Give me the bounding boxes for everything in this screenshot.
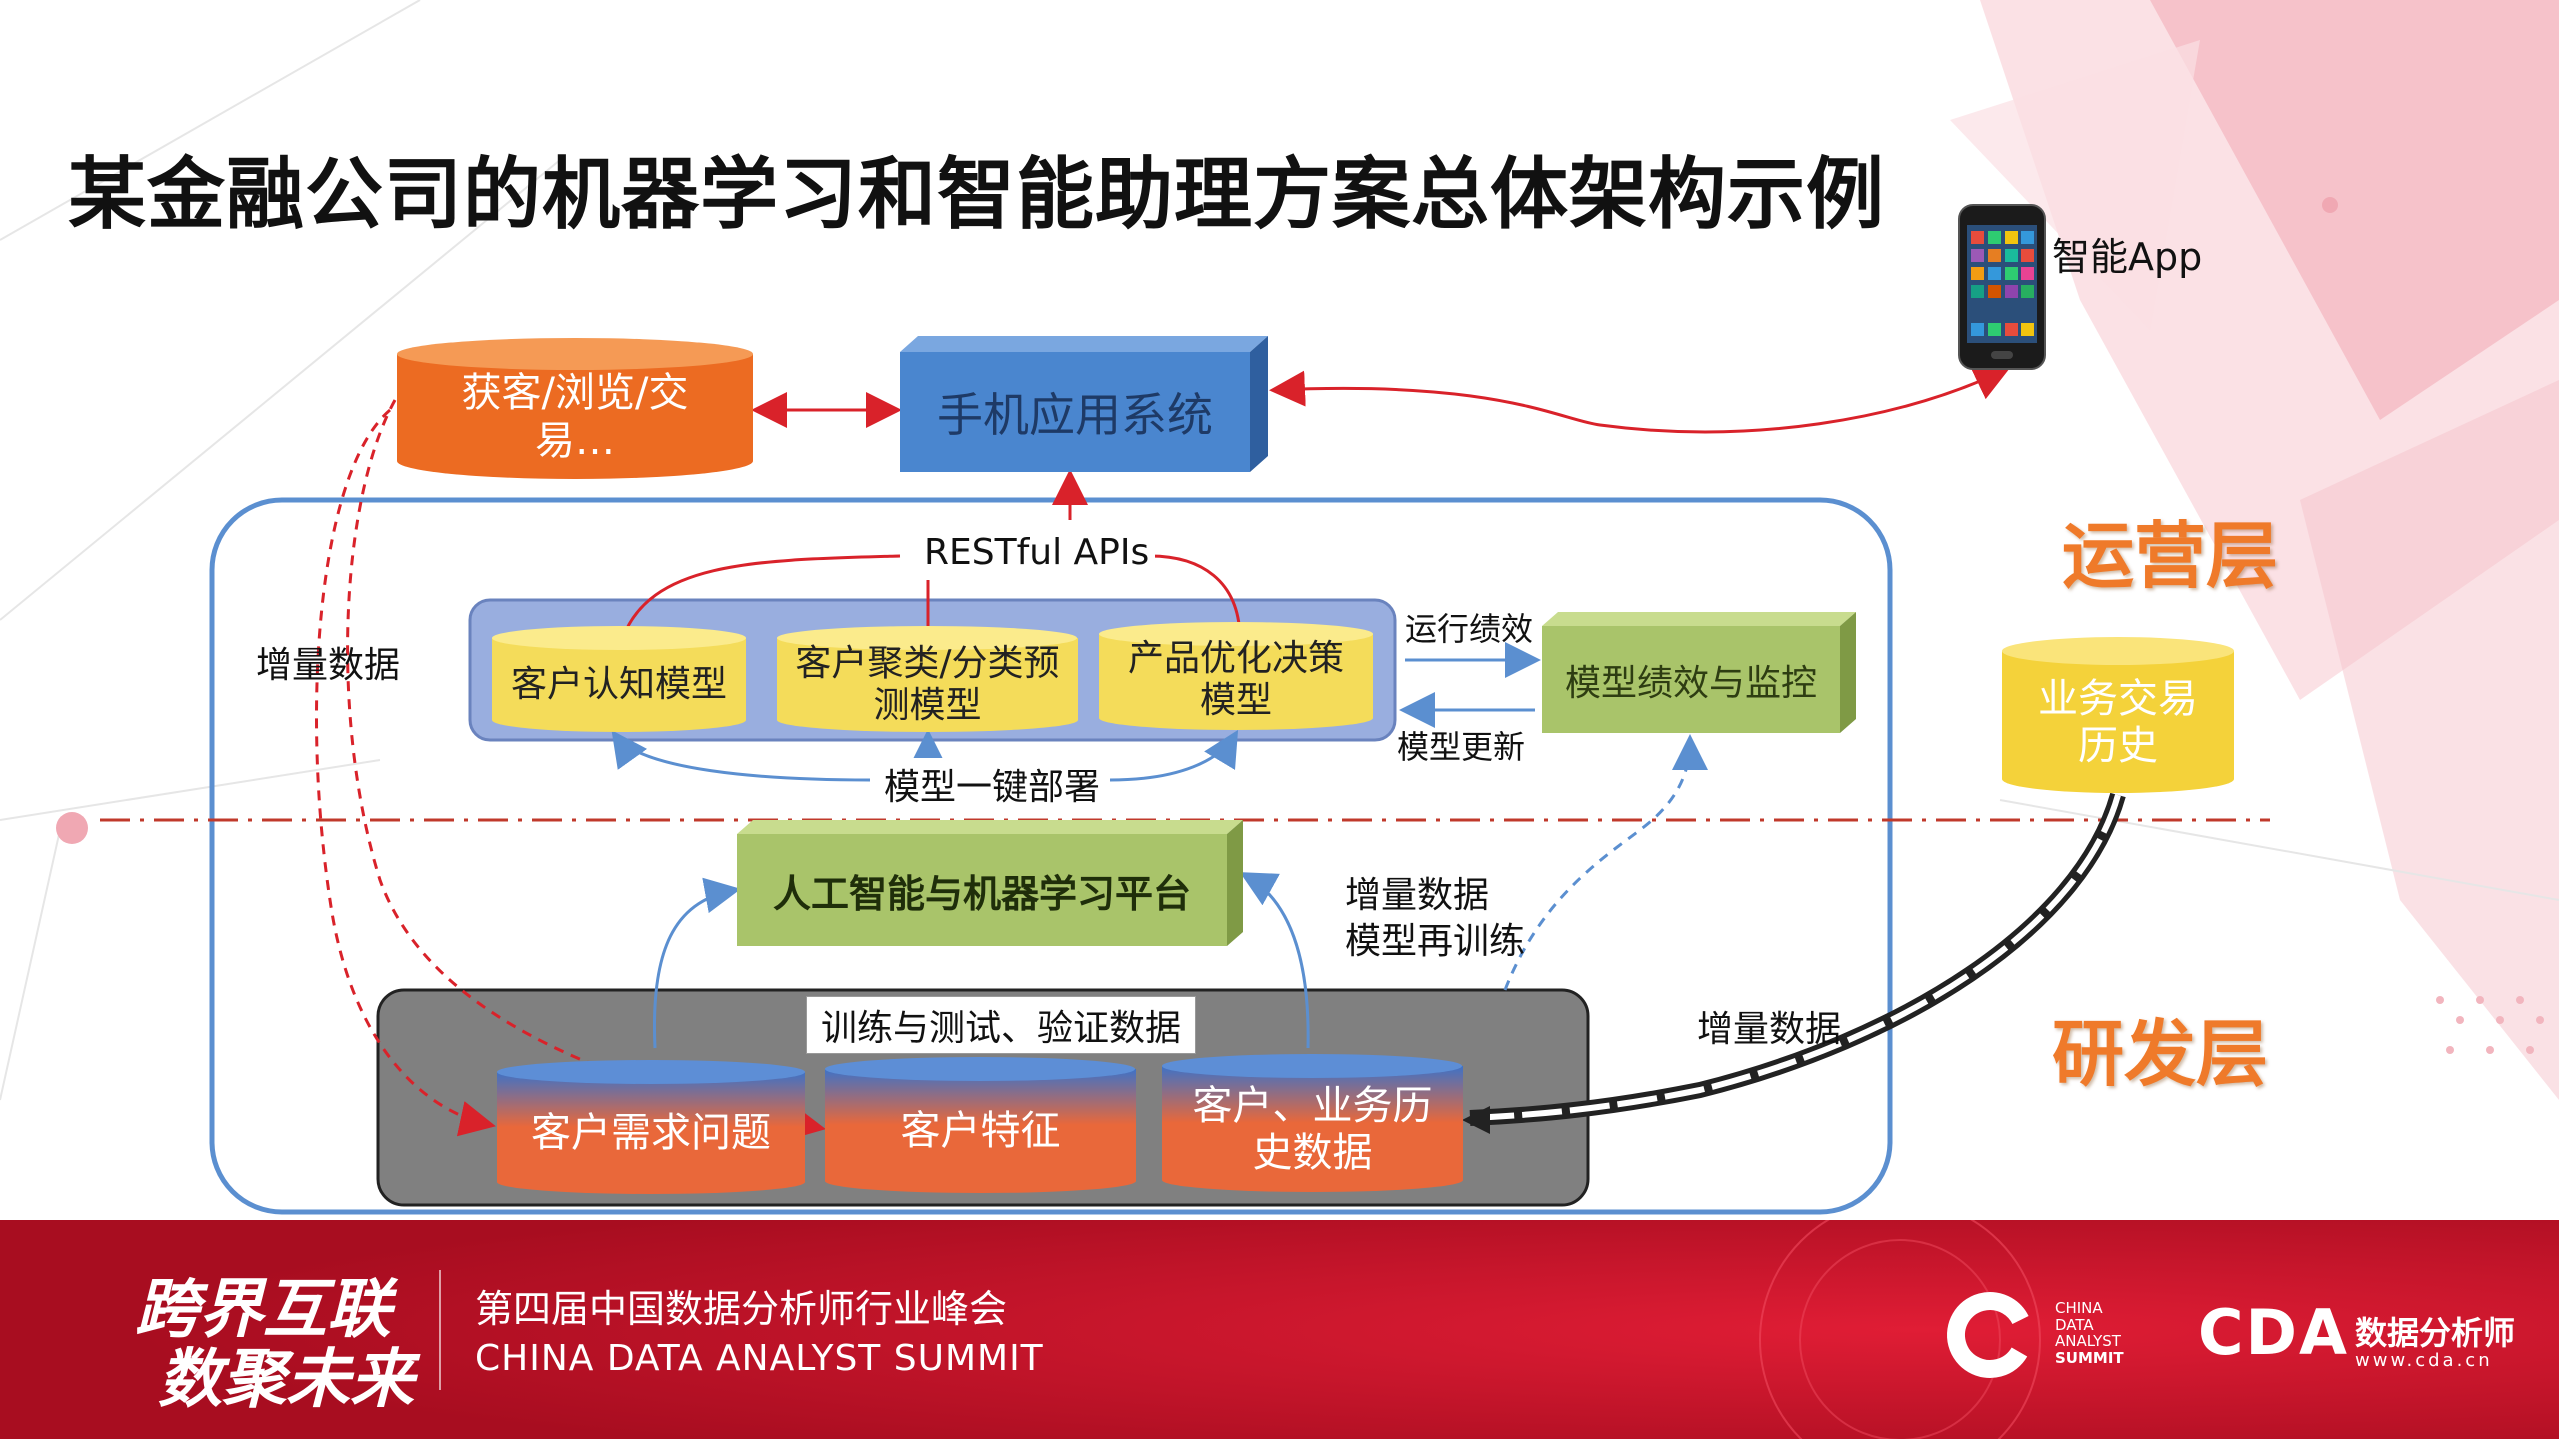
customer-business-history-data[interactable]: 客户、业务历史数据 — [1160, 1052, 1465, 1194]
ai-platform-text: 人工智能与机器学习平台 — [772, 871, 1191, 916]
cda-logo: CDA — [2198, 1296, 2349, 1369]
product-optimization-text: 产品优化决策模型 — [1127, 637, 1344, 721]
footer-banner: 跨界互联 数聚未来 第四届中国数据分析师行业峰会 CHINA DATA ANAL… — [0, 1220, 2559, 1439]
model-performance-text: 模型绩效与监控 — [1564, 662, 1817, 704]
one-click-deploy-label: 模型一键部署 — [878, 758, 1107, 810]
slogan-line-1: 跨界互联 — [135, 1273, 391, 1347]
business-transaction-history-node[interactable]: 业务交易历史 — [2000, 635, 2236, 795]
restful-apis-label: RESTful APIs — [918, 532, 1156, 573]
customer-cognition-model[interactable]: 客户认知模型 — [490, 624, 748, 734]
incremental-data-retrain-label: 增量数据 — [1345, 875, 1490, 916]
acquire-text: 获客/浏览/交易… — [461, 370, 689, 464]
mobile-app-system-node[interactable]: 手机应用系统 — [898, 334, 1270, 474]
customer-needs-data[interactable]: 客户需求问题 — [495, 1058, 807, 1196]
customer-cognition-text: 客户认知模型 — [510, 663, 727, 705]
model-update-label: 模型更新 — [1397, 728, 1526, 766]
customer-clustering-model[interactable]: 客户聚类/分类预测模型 — [775, 624, 1080, 734]
operations-layer-label: 运营层 — [2062, 514, 2279, 598]
model-retrain-label: 模型再训练 — [1345, 921, 1526, 962]
mobile-system-text: 手机应用系统 — [937, 388, 1213, 442]
acquire-browse-trade-node[interactable]: 获客/浏览/交易… — [395, 336, 755, 481]
summit-en-title: CHINA DATA ANALYST SUMMIT — [475, 1338, 1044, 1379]
summit-c-logo-icon — [1945, 1290, 2035, 1380]
slogan-line-2: 数聚未来 — [158, 1343, 414, 1417]
train-test-validation-label: 训练与测试、验证数据 — [806, 996, 1197, 1054]
customer-features-text: 客户特征 — [900, 1108, 1061, 1155]
summit-cn-title: 第四届中国数据分析师行业峰会 — [475, 1287, 1008, 1331]
model-performance-monitor-node[interactable]: 模型绩效与监控 — [1540, 610, 1858, 735]
product-optimization-model[interactable]: 产品优化决策模型 — [1097, 620, 1375, 732]
app-label: 智能App — [2052, 235, 2203, 279]
smartphone-icon[interactable] — [1957, 203, 2047, 371]
rnd-layer-label: 研发层 — [2052, 1012, 2269, 1096]
customer-history-text: 客户、业务历史数据 — [1192, 1082, 1433, 1176]
customer-features-data[interactable]: 客户特征 — [823, 1055, 1138, 1195]
customer-clustering-text: 客户聚类/分类预测模型 — [795, 642, 1060, 726]
business-history-text: 业务交易历史 — [2038, 675, 2198, 769]
page-title: 某金融公司的机器学习和智能助理方案总体架构示例 — [68, 150, 1886, 240]
ai-ml-platform-node[interactable]: 人工智能与机器学习平台 — [735, 818, 1245, 948]
cda-url: www.cda.cn — [2355, 1350, 2493, 1371]
customer-needs-text: 客户需求问题 — [531, 1110, 771, 1157]
incremental-data-right-label: 增量数据 — [1697, 1009, 1842, 1050]
system-frame — [209, 497, 1893, 1215]
run-performance-label: 运行绩效 — [1405, 610, 1534, 648]
incremental-data-left-label: 增量数据 — [256, 645, 401, 686]
cda-cn-name: 数据分析师 — [2355, 1314, 2516, 1352]
